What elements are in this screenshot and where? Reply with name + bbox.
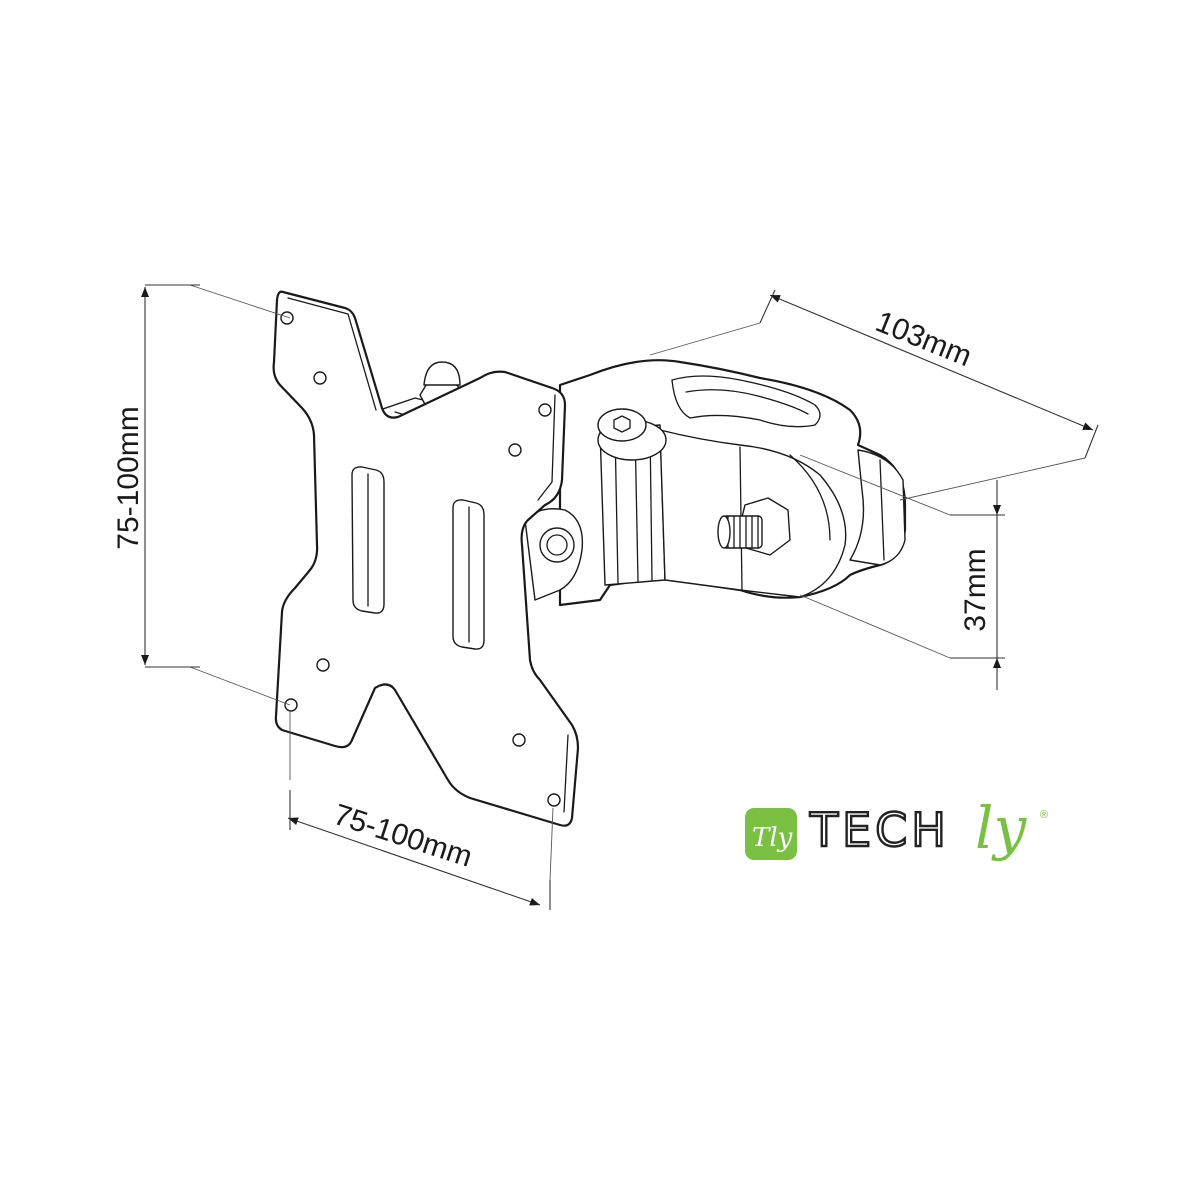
plate-outline xyxy=(272,290,580,827)
arm-length-label: 103mm xyxy=(871,305,976,373)
clamp-height-label: 37mm xyxy=(959,548,992,631)
brand-mark-text: Tly xyxy=(752,823,793,853)
brand-logo: Tly TECH ly ® xyxy=(745,794,1048,862)
vesa-plate xyxy=(272,290,580,827)
brand-word-suffix: ly xyxy=(975,794,1028,862)
clamp-end-cap xyxy=(849,449,906,566)
pivot-bolt xyxy=(597,408,667,461)
dimension-clamp-height: 37mm xyxy=(799,454,1005,690)
brand-word-main: TECH xyxy=(809,803,950,857)
plate-holes xyxy=(280,311,561,807)
brand-mark-icon xyxy=(745,808,797,860)
threaded-stud xyxy=(717,497,791,556)
plate-height-label: 75-100mm xyxy=(112,406,145,549)
brand-registered-mark: ® xyxy=(1040,809,1048,821)
dimension-plate-height: 75-100mm xyxy=(112,284,291,706)
plate-width-label: 75-100mm xyxy=(330,798,477,874)
